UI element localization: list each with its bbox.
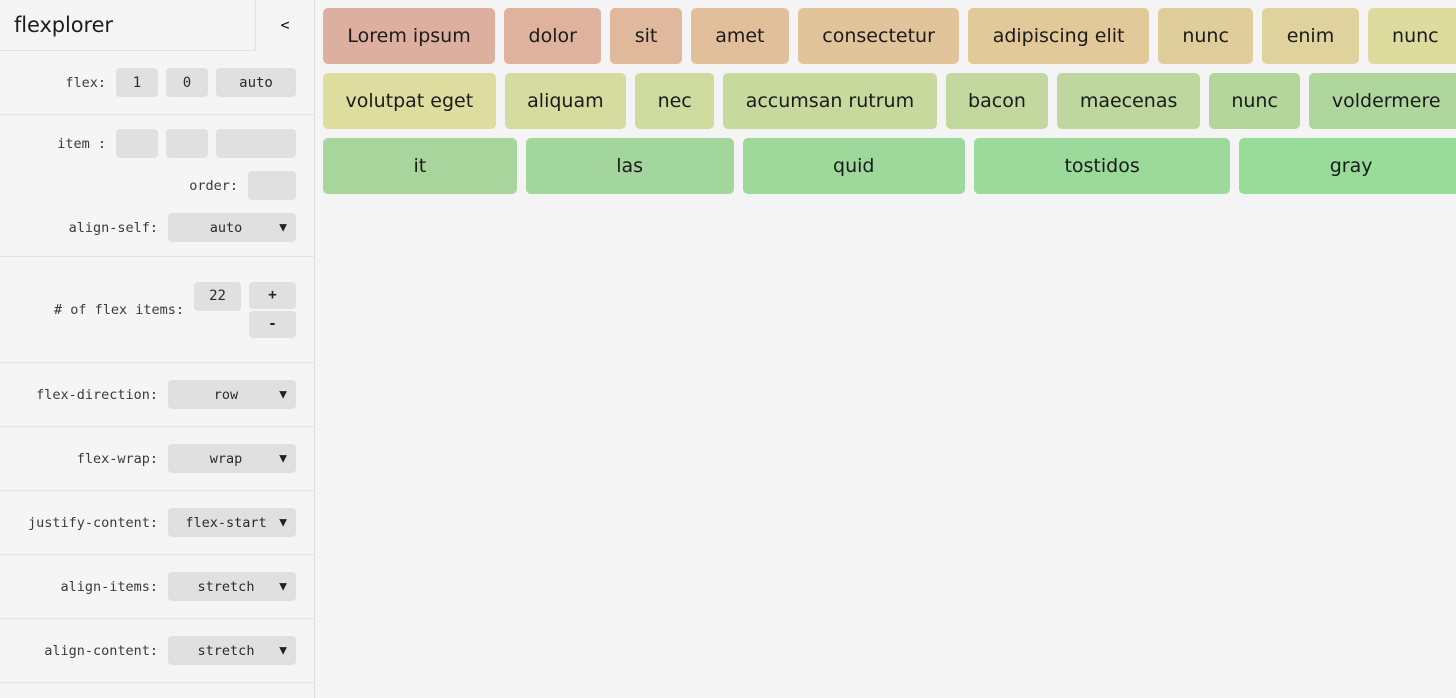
flex-item-label: gray xyxy=(1329,155,1373,177)
label-item: item : xyxy=(57,135,106,152)
row-item-count: # of flex items: + - xyxy=(0,257,314,363)
flex-wrap-select[interactable]: nowrapwrapwrap-reverse xyxy=(168,444,296,473)
flex-item[interactable]: volutpat eget xyxy=(323,73,496,129)
order-input[interactable] xyxy=(248,171,296,200)
flex-item-label: tostidos xyxy=(1064,155,1140,177)
flex-item[interactable]: nunc xyxy=(1157,8,1254,64)
row-flex-wrap: flex-wrap: nowrapwrapwrap-reverse ▼ xyxy=(0,427,314,491)
flex-item-label: accumsan rutrum xyxy=(745,90,915,112)
flex-item[interactable]: consectetur xyxy=(797,8,960,64)
flex-item[interactable]: nunc xyxy=(1208,73,1301,129)
flex-item-label: consectetur xyxy=(822,25,935,47)
increment-button[interactable]: + xyxy=(249,281,296,309)
item-count-stepper: + - xyxy=(249,281,296,338)
flex-item[interactable]: amet xyxy=(690,8,789,64)
flex-item-label: Lorem ipsum xyxy=(347,25,471,47)
item-grow-input[interactable] xyxy=(116,129,158,158)
flex-item-label: adipiscing elit xyxy=(992,25,1125,47)
app-title: flexplorer xyxy=(14,13,113,37)
flex-item[interactable]: sit xyxy=(610,8,682,64)
control-sidebar: flexplorer < flex: item : xyxy=(0,0,315,698)
flex-item-label: enim xyxy=(1286,25,1335,47)
flex-item-label: maecenas xyxy=(1079,90,1178,112)
flex-item-label: nec xyxy=(657,90,692,112)
label-align-items: align-items: xyxy=(60,578,158,595)
item-count-input[interactable] xyxy=(194,281,241,311)
flex-container: Lorem ipsum dolor sit amet consectetur adipis… xyxy=(323,8,1456,194)
row-flex-direction: flex-direction: rowrow-reversecolumncolu… xyxy=(0,363,314,427)
flex-item[interactable]: it xyxy=(323,138,517,194)
flex-item[interactable]: adipiscing elit xyxy=(968,8,1149,64)
flex-item[interactable]: voldermere xyxy=(1309,73,1456,129)
row-align-items: align-items: stretchflex-startflex-endce… xyxy=(0,555,314,619)
flex-item[interactable]: dolor xyxy=(504,8,602,64)
flex-shrink-input[interactable] xyxy=(166,68,208,97)
flex-item[interactable]: nec xyxy=(635,73,715,129)
flex-item[interactable]: Lorem ipsum xyxy=(323,8,496,64)
flex-item-label: sit xyxy=(634,25,658,47)
flex-item-label: bacon xyxy=(968,90,1026,112)
flex-item[interactable]: quid xyxy=(742,138,965,194)
flex-item-label: nunc xyxy=(1231,90,1278,112)
flex-item-label: nunc xyxy=(1182,25,1229,47)
label-item-count: # of flex items: xyxy=(53,301,184,318)
align-items-select[interactable]: stretchflex-startflex-endcenterbaseline xyxy=(168,572,296,601)
flex-item[interactable]: bacon xyxy=(945,73,1049,129)
flex-item-label: aliquam xyxy=(527,90,604,112)
item-shrink-input[interactable] xyxy=(166,129,208,158)
sidebar-header: flexplorer < xyxy=(0,0,314,51)
justify-content-select[interactable]: flex-startflex-endcenterspace-betweenspa… xyxy=(168,508,296,537)
label-flex: flex: xyxy=(65,74,106,91)
flex-item[interactable]: nunc xyxy=(1367,8,1456,64)
flex-item[interactable]: las xyxy=(525,138,734,194)
label-order: order: xyxy=(189,177,238,194)
item-basis-input[interactable] xyxy=(216,129,296,158)
flex-item-label: las xyxy=(616,155,644,177)
row-justify-content: justify-content: flex-startflex-endcente… xyxy=(0,491,314,555)
flex-item[interactable]: accumsan rutrum xyxy=(723,73,937,129)
flex-item[interactable]: tostidos xyxy=(973,138,1231,194)
flex-item-label: amet xyxy=(715,25,765,47)
row-item-settings: item : order: align-self: autoflex-start… xyxy=(0,115,314,257)
align-self-select[interactable]: autoflex-startflex-endcenterbaselinestre… xyxy=(168,213,296,242)
label-flex-wrap: flex-wrap: xyxy=(76,450,158,467)
label-justify-content: justify-content: xyxy=(27,514,158,531)
flex-item[interactable]: gray xyxy=(1239,138,1456,194)
flex-canvas: Lorem ipsum dolor sit amet consectetur adipis… xyxy=(315,0,1456,698)
row-align-content: align-content: stretchflex-startflex-end… xyxy=(0,619,314,683)
flex-basis-input[interactable] xyxy=(216,68,296,97)
chevron-left-icon[interactable]: < xyxy=(255,0,314,51)
label-align-self: align-self: xyxy=(68,219,158,236)
flex-item-label: nunc xyxy=(1392,25,1439,47)
align-content-select[interactable]: stretchflex-startflex-endcenterspace-bet… xyxy=(168,636,296,665)
decrement-button[interactable]: - xyxy=(249,310,296,338)
flex-item[interactable]: maecenas xyxy=(1057,73,1200,129)
flex-item-label: voldermere xyxy=(1331,90,1441,112)
flex-item-label: quid xyxy=(833,155,875,177)
flex-direction-select[interactable]: rowrow-reversecolumncolumn-reverse xyxy=(168,380,296,409)
flex-grow-input[interactable] xyxy=(116,68,158,97)
label-align-content: align-content: xyxy=(44,642,158,659)
flex-item-label: it xyxy=(413,155,427,177)
flex-item-label: dolor xyxy=(528,25,577,47)
label-flex-direction: flex-direction: xyxy=(36,386,158,403)
row-flex-shorthand: flex: xyxy=(0,51,314,115)
flex-item-label: volutpat eget xyxy=(345,90,474,112)
flex-item[interactable]: aliquam xyxy=(504,73,627,129)
flex-item[interactable]: enim xyxy=(1262,8,1359,64)
